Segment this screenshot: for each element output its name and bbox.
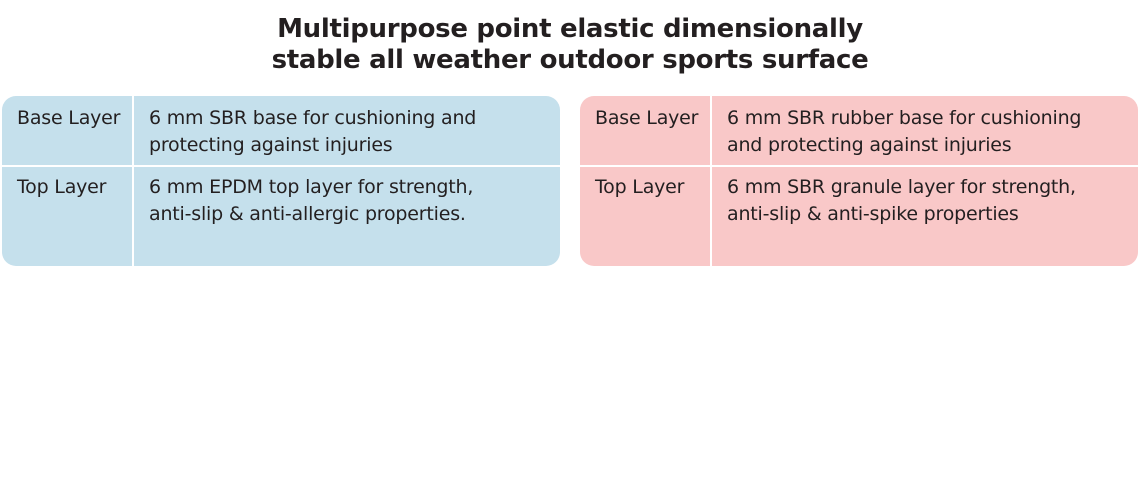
- column-divider: [132, 96, 134, 266]
- description-line: 6 mm SBR base for cushioning and: [149, 107, 477, 129]
- base-layer-description: 6 mm SBR base for cushioning and protect…: [149, 105, 549, 159]
- description-line: anti-slip & anti-spike properties: [727, 203, 1019, 225]
- top-layer-description: 6 mm EPDM top layer for strength, anti-s…: [149, 174, 549, 228]
- description-line: protecting against injuries: [149, 134, 393, 156]
- base-layer-label: Base Layer: [17, 107, 121, 129]
- base-layer-description: 6 mm SBR rubber base for cushioning and …: [727, 105, 1127, 159]
- page-title: Multipurpose point elastic dimensionally…: [0, 14, 1140, 76]
- description-line: and protecting against injuries: [727, 134, 1012, 156]
- row-divider: [2, 165, 560, 167]
- spec-table-sbr: Base Layer 6 mm SBR rubber base for cush…: [580, 96, 1138, 266]
- base-layer-label: Base Layer: [595, 107, 699, 129]
- description-line: 6 mm SBR granule layer for strength,: [727, 176, 1076, 198]
- description-line: 6 mm EPDM top layer for strength,: [149, 176, 474, 198]
- page-title-line-2: stable all weather outdoor sports surfac…: [271, 45, 869, 75]
- page-title-line-1: Multipurpose point elastic dimensionally: [277, 14, 863, 44]
- spec-table-epdm: Base Layer 6 mm SBR base for cushioning …: [2, 96, 560, 266]
- row-divider: [580, 165, 1138, 167]
- description-line: 6 mm SBR rubber base for cushioning: [727, 107, 1082, 129]
- top-layer-label: Top Layer: [595, 176, 685, 198]
- column-divider: [710, 96, 712, 266]
- top-layer-description: 6 mm SBR granule layer for strength, ant…: [727, 174, 1127, 228]
- top-layer-label: Top Layer: [17, 176, 107, 198]
- description-line: anti-slip & anti-allergic properties.: [149, 203, 466, 225]
